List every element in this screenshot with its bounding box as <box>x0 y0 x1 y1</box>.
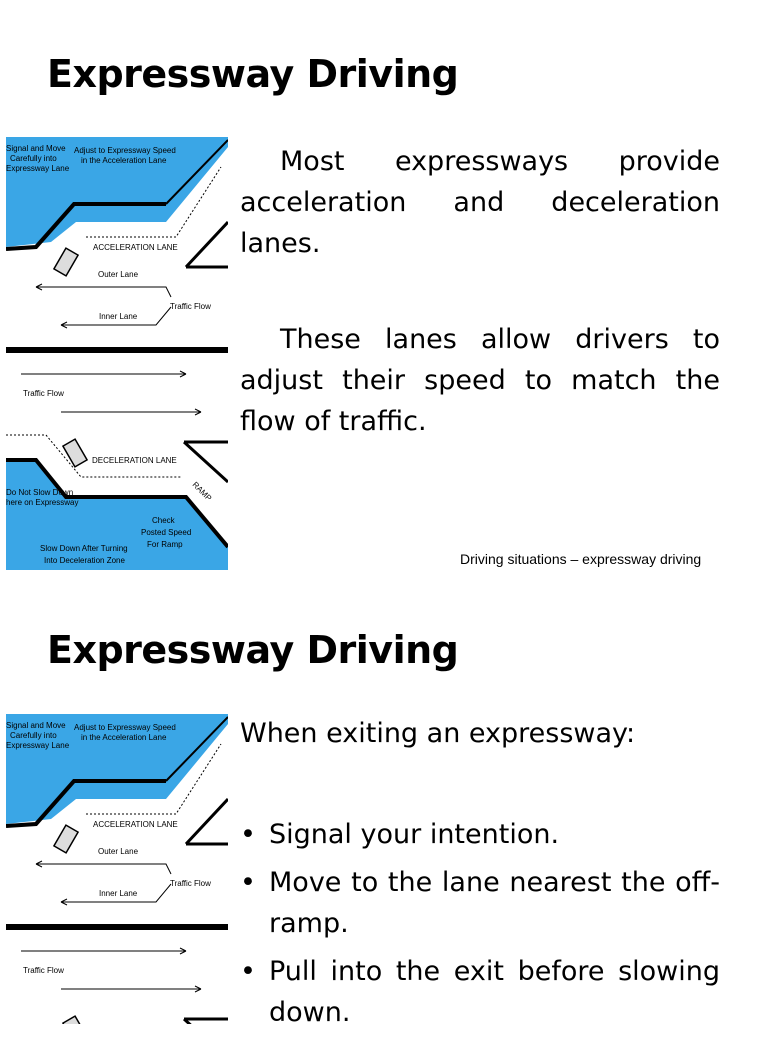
label-signal-2: Carefully into <box>10 731 57 740</box>
bullet-dot: • <box>240 819 256 850</box>
bullet-text: Signal your intention. <box>269 819 560 850</box>
arrow-head <box>179 947 187 955</box>
exit-intro: When exiting an expressway: <box>240 718 636 749</box>
label-adjust-speed-2: in the Acceleration Lane <box>81 733 167 742</box>
label-signal-3: Expressway Lane <box>6 164 70 173</box>
expressway-diagram: Adjust to Expressway Speed in the Accele… <box>6 714 228 1024</box>
label-inner-lane: Inner Lane <box>99 312 138 321</box>
label-slow-down: Slow Down After Turning <box>40 544 128 553</box>
label-signal: Signal and Move <box>6 721 66 730</box>
bullet-text: Pull into the exit before slowing down. <box>269 956 720 1028</box>
arrow-head <box>60 898 68 906</box>
car-icon <box>61 1015 89 1024</box>
right-ramp-line <box>184 220 228 269</box>
top-ramp-edge <box>165 716 228 782</box>
slide-2: Expressway Driving Adjust to Expressway … <box>0 580 768 1028</box>
list-item: • Move to the lane nearest the off-ramp. <box>240 862 720 944</box>
label-check: Check <box>152 516 176 525</box>
label-acceleration-lane: ACCELERATION LANE <box>93 243 178 252</box>
car-icon <box>52 824 80 854</box>
label-acceleration-lane: ACCELERATION LANE <box>93 820 178 829</box>
top-road-edge <box>6 202 166 251</box>
acceleration-dotted-line <box>86 166 222 238</box>
bullet-dot: • <box>240 956 256 987</box>
arrow-outer <box>36 286 172 298</box>
exit-steps-list: • Signal your intention. • Move to the lan… <box>240 814 720 1040</box>
label-signal-3: Expressway Lane <box>6 741 70 750</box>
label-do-not-slow-2: here on Expressway <box>6 498 78 507</box>
list-item: • Signal your intention. <box>240 814 720 855</box>
label-check-2: Posted Speed <box>141 528 191 537</box>
median-bar <box>6 924 228 930</box>
car-icon <box>52 247 80 277</box>
label-traffic-flow: Traffic Flow <box>170 879 211 888</box>
label-adjust-speed: Adjust to Expressway Speed <box>74 146 176 155</box>
bullet-text: Move to the lane nearest the off-ramp. <box>269 867 720 939</box>
paragraph-2: These lanes allow drivers to adjust thei… <box>240 324 720 437</box>
arrow-outer <box>36 863 172 875</box>
car-icon <box>61 438 89 468</box>
slide-title: Expressway Driving <box>47 628 459 672</box>
label-traffic-flow: Traffic Flow <box>170 302 211 311</box>
label-inner-lane: Inner Lane <box>99 889 138 898</box>
arrow-head <box>194 408 202 416</box>
slide-1: Expressway Driving Adjust to Expressway … <box>6 52 720 570</box>
arrow-head <box>35 860 43 868</box>
label-adjust-speed: Adjust to Expressway Speed <box>74 723 176 732</box>
bottom-blue-area <box>6 460 228 570</box>
top-road-edge <box>6 779 166 828</box>
slide-caption: Driving situations – expressway driving <box>460 551 702 567</box>
label-traffic-flow-2: Traffic Flow <box>23 966 64 975</box>
top-ramp-edge <box>165 139 228 205</box>
expressway-diagram: Adjust to Expressway Speed in the Accele… <box>6 137 228 570</box>
bullet-dot: • <box>240 867 256 898</box>
label-traffic-flow-2: Traffic Flow <box>23 389 64 398</box>
arrow-head <box>35 283 43 291</box>
deceleration-dotted-line <box>6 434 181 478</box>
bottom-road-edge <box>6 458 228 549</box>
label-deceleration-lane: DECELERATION LANE <box>92 456 177 465</box>
arrow-inner <box>61 306 172 326</box>
arrow-head <box>60 321 68 329</box>
median-bar <box>6 347 228 353</box>
arrow-head <box>194 985 202 993</box>
label-adjust-speed-2: in the Acceleration Lane <box>81 156 167 165</box>
arrow-head <box>179 370 187 378</box>
label-signal: Signal and Move <box>6 144 66 153</box>
label-ramp: RAMP <box>191 480 214 503</box>
acceleration-dotted-line <box>86 743 222 815</box>
label-do-not-slow: Do Not Slow Down <box>6 488 73 497</box>
arrow-inner <box>61 883 172 903</box>
slide-title: Expressway Driving <box>47 52 459 96</box>
ramp-line <box>182 440 228 484</box>
ramp-line <box>182 1017 228 1024</box>
label-outer-lane: Outer Lane <box>98 270 139 279</box>
label-signal-2: Carefully into <box>10 154 57 163</box>
label-outer-lane: Outer Lane <box>98 847 139 856</box>
right-ramp-line <box>184 797 228 846</box>
list-item: • Pull into the exit before slowing down. <box>240 951 720 1033</box>
paragraph-1: Most expressways provide acceleration an… <box>240 146 720 259</box>
label-slow-down-2: Into Deceleration Zone <box>44 556 125 565</box>
label-check-3: For Ramp <box>147 540 183 549</box>
